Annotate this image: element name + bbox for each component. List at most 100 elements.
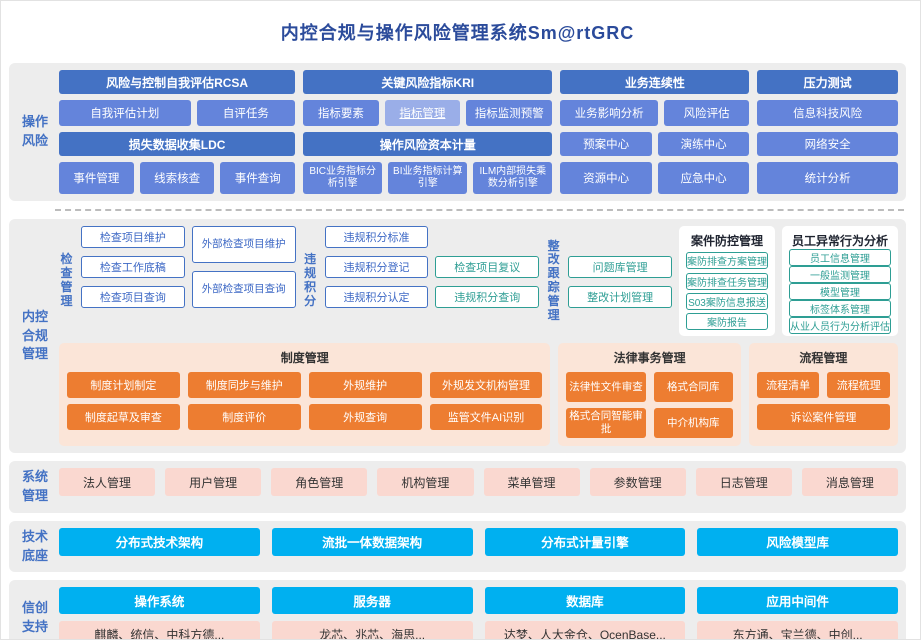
dashed-separator [55, 209, 904, 211]
module-box: 制度同步与维护 [187, 372, 301, 398]
module-box: 东方通、宝兰德、中创... [697, 621, 898, 639]
module-box: 违规积分认定 [324, 286, 429, 308]
legal-affairs-panel: 法律事务管理 法律性文件审查 格式合同库 格式合同智能审批 中介机构库 [558, 343, 741, 446]
section-compliance: 内控合规管理 检查管理 检查项目维护 检查工作底稿 检查项目查询 外部检查项目维… [9, 219, 906, 453]
panel-title: 案件防控管理 [690, 234, 763, 248]
page-title: 内控合规与操作风险管理系统Sm@rtGRC [280, 23, 635, 43]
module-box: 参数管理 [589, 468, 686, 496]
module-row: 事件管理 线索核查 事件查询 [59, 162, 296, 194]
module-box: 外规查询 [308, 404, 422, 430]
tech-base-content: 分布式技术架构 流批一体数据架构 分布式计量引擎 风险模型库 [59, 527, 898, 566]
module-box: 检查项目查询 [81, 286, 185, 308]
module-box: 演练中心 [657, 132, 750, 156]
group-label-violation-points: 违规积分 [304, 252, 317, 308]
violation-points-column: 违规积分标准 违规积分登记 违规积分认定 [324, 226, 429, 336]
module-row: 制度计划制定 制度同步与维护 外规维护 外规发文机构管理 [67, 372, 543, 398]
module-box: 事件查询 [220, 162, 296, 194]
module-row: 流程清单 流程梳理 [756, 372, 890, 398]
module-box: 检查项目复议 [435, 256, 540, 278]
module-row: 信息科技风险 [757, 100, 898, 126]
module-box: 消息管理 [801, 468, 898, 496]
system-mgmt-content: 法人管理 用户管理 角色管理 机构管理 菜单管理 参数管理 日志管理 消息管理 [59, 468, 898, 506]
module-box: 从业人员行为分析评估 [788, 317, 891, 334]
group-header-box: 操作风险资本计量 [303, 132, 553, 156]
module-box: 违规积分查询 [435, 286, 540, 308]
check-mgmt-column-2: 外部检查项目维护 外部检查项目查询 [191, 226, 296, 336]
process-mgmt-panel: 流程管理 流程清单 流程梳理 诉讼案件管理 [748, 343, 898, 446]
module-box: 问题库管理 [568, 256, 672, 278]
module-box: 风险模型库 [697, 527, 898, 556]
group-header-box: 损失数据收集LDC [59, 132, 296, 156]
module-box: 机构管理 [377, 468, 474, 496]
module-box: 一般监测管理 [788, 266, 891, 283]
module-row: 格式合同智能审批 中介机构库 [566, 408, 733, 438]
side-label-operational-risk: 操作风险 [17, 70, 53, 194]
xinchuang-column-os: 操作系统 麒麟、统信、中科方德... [59, 587, 260, 639]
group-header-box: 应用中间件 [697, 587, 898, 615]
group-header-box: 压力测试 [757, 70, 898, 94]
group-header-box: 操作系统 [59, 587, 260, 615]
module-box: 预案中心 [560, 132, 652, 156]
module-box: S03案防信息报送 [685, 292, 768, 310]
side-label-tech-base: 技术底座 [17, 528, 53, 566]
module-box: 诉讼案件管理 [756, 404, 890, 430]
module-box: 法律性文件审查 [566, 372, 646, 402]
operational-risk-content: 风险与控制自我评估RCSA 自我评估计划 自评任务 损失数据收集LDC 事件管理… [59, 70, 898, 194]
side-label-xinchuang: 信创支持 [17, 587, 53, 639]
side-label-text: 系统管理 [21, 469, 48, 503]
module-box: 应急中心 [657, 162, 750, 194]
module-row: 资源中心 应急中心 [560, 162, 750, 194]
module-box: BI业务指标计算引擎 [388, 162, 468, 194]
section-tech-base: 技术底座 分布式技术架构 流批一体数据架构 分布式计量引擎 风险模型库 [9, 520, 906, 573]
column-kri: 关键风险指标KRI 指标要素 指标管理 指标监测预警 操作风险资本计量 BIC业… [303, 70, 553, 194]
module-box: 检查项目维护 [81, 226, 185, 248]
module-box: 格式合同智能审批 [566, 408, 646, 438]
module-box: 资源中心 [560, 162, 652, 194]
compliance-lower-groups: 制度管理 制度计划制定 制度同步与维护 外规维护 外规发文机构管理 制度起草及审… [59, 343, 898, 446]
rectification-column: 问题库管理 整改计划管理 [568, 226, 672, 336]
module-box: 制度评价 [187, 404, 301, 430]
module-row: 指标要素 指标管理 指标监测预警 [303, 100, 553, 126]
group-header-box: 业务连续性 [560, 70, 750, 94]
module-box: ILM内部损失乘数分析引擎 [473, 162, 553, 194]
section-operational-risk: 操作风险 风险与控制自我评估RCSA 自我评估计划 自评任务 损失数据收集LDC… [9, 63, 906, 201]
compliance-content: 检查管理 检查项目维护 检查工作底稿 检查项目查询 外部检查项目维护 外部检查项… [59, 226, 898, 446]
module-box: 菜单管理 [483, 468, 580, 496]
module-row: 业务影响分析 风险评估 [560, 100, 750, 126]
module-box: 自我评估计划 [59, 100, 191, 126]
module-row: 预案中心 演练中心 [560, 132, 750, 156]
panel-title: 员工异常行为分析 [791, 234, 888, 248]
module-box: BIC业务指标分析引擎 [303, 162, 383, 194]
module-box: 案防报告 [685, 313, 768, 330]
module-row: 法律性文件审查 格式合同库 [566, 372, 733, 402]
module-box: 日志管理 [695, 468, 792, 496]
side-label-text: 内控合规管理 [21, 308, 48, 362]
module-box: 达梦、人大金仓、OcenBase... [484, 621, 686, 639]
module-box: 龙芯、兆芯、海思... [271, 621, 473, 639]
employee-behavior-panel: 员工异常行为分析 员工信息管理 一般监测管理 模型管理 标签体系管理 从业人员行… [781, 226, 898, 336]
module-box: 线索核查 [139, 162, 215, 194]
module-box: 流批一体数据架构 [271, 527, 473, 556]
module-box: 业务影响分析 [560, 100, 658, 126]
module-box: 案防排查任务管理 [685, 272, 768, 290]
module-box: 流程清单 [756, 372, 820, 398]
module-box: 违规积分标准 [324, 226, 429, 248]
module-box: 检查工作底稿 [81, 256, 185, 278]
module-box: 整改计划管理 [568, 286, 672, 308]
module-box: 外部检查项目查询 [191, 271, 296, 308]
group-header-box: 服务器 [271, 587, 473, 615]
module-box: 信息科技风险 [757, 100, 898, 126]
section-xinchuang: 信创支持 操作系统 麒麟、统信、中科方德... 服务器 龙芯、兆芯、海思... … [9, 580, 906, 639]
check-mgmt-column-1: 检查项目维护 检查工作底稿 检查项目查询 [81, 226, 185, 336]
module-row: BIC业务指标分析引擎 BI业务指标计算引擎 ILM内部损失乘数分析引擎 [303, 162, 553, 194]
module-box: 分布式计量引擎 [484, 527, 686, 556]
group-header-box: 风险与控制自我评估RCSA [59, 70, 296, 94]
panel-title: 法律事务管理 [613, 351, 686, 365]
module-box: 模型管理 [788, 283, 891, 300]
review-column: 检查项目复议 违规积分查询 [435, 226, 540, 336]
panel-title: 流程管理 [799, 351, 848, 365]
side-label-system-mgmt: 系统管理 [17, 468, 53, 506]
module-box: 员工信息管理 [788, 249, 891, 266]
panel-title: 制度管理 [280, 351, 329, 365]
module-box: 网络安全 [757, 132, 898, 156]
